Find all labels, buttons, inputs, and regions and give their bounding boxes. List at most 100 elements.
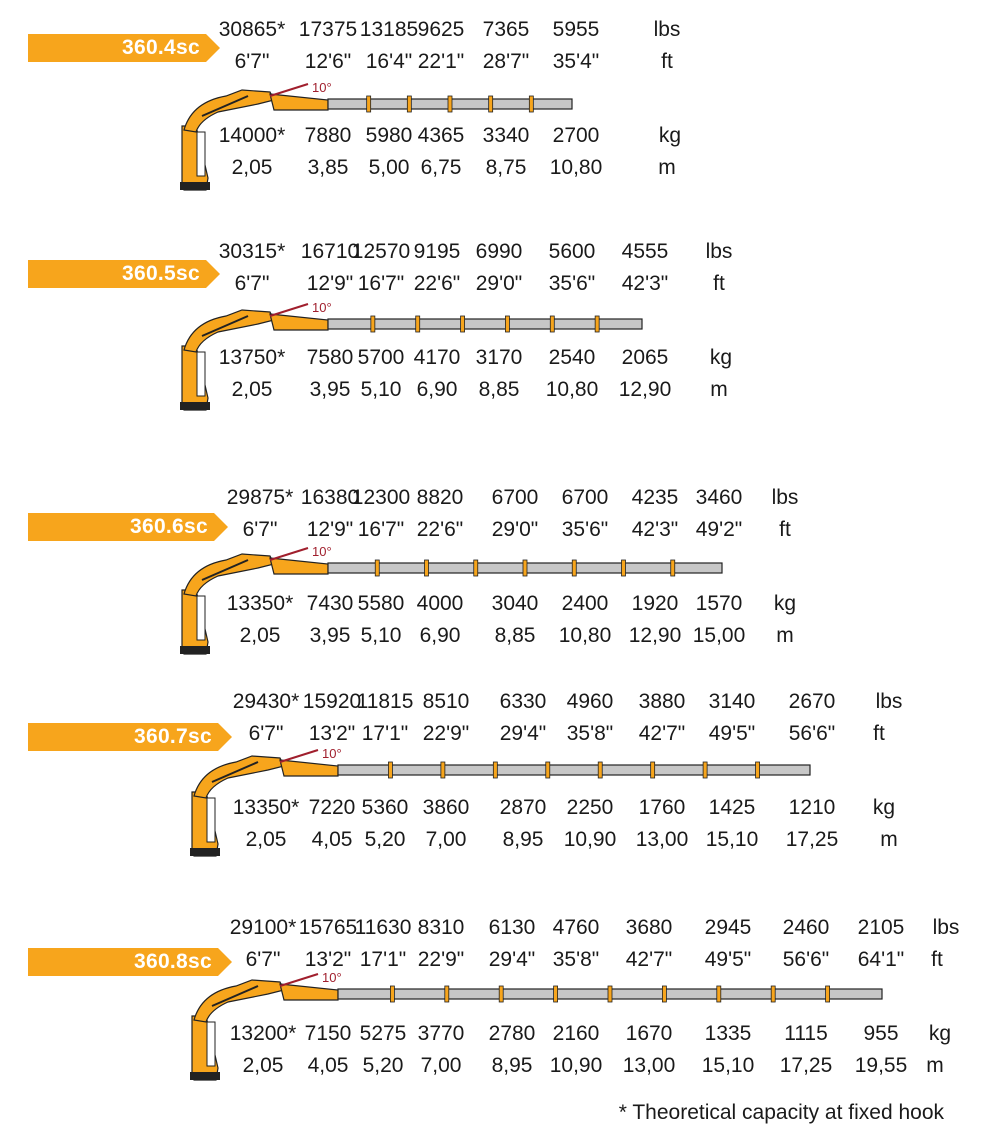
extension-joint: [670, 559, 676, 577]
kg-value: 4000: [416, 592, 464, 615]
ft-value: 17'1": [359, 948, 407, 971]
kg-value: 7220: [308, 796, 356, 819]
lbs-value: 6700: [491, 486, 539, 509]
angle-label: 10°: [312, 300, 332, 315]
model-name: 360.5sc: [121, 262, 200, 285]
lbs-unit: lbs: [771, 486, 799, 509]
crane-base: [190, 848, 220, 856]
ft-unit: ft: [779, 518, 791, 541]
m-value: 12,90: [628, 624, 682, 647]
m-value: 5,10: [360, 378, 402, 401]
outer-boom: [279, 983, 339, 1001]
model-name: 360.7sc: [133, 725, 212, 748]
lbs-value: 6330: [499, 690, 547, 713]
lbs-value: 2105: [857, 916, 905, 939]
kg-value: 1115: [784, 1022, 828, 1045]
ft-value: 49'5": [708, 722, 756, 745]
ft-value: 35'6": [548, 272, 596, 295]
lbs-value: 6700: [561, 486, 609, 509]
m-unit: m: [658, 156, 676, 179]
angle-label: 10°: [312, 544, 332, 559]
kg-value: 2400: [561, 592, 609, 615]
m-value: 5,20: [364, 828, 406, 851]
ft-value: 49'2": [695, 518, 743, 541]
m-value: 10,80: [549, 156, 603, 179]
m-unit: m: [880, 828, 898, 851]
extension-joint: [389, 985, 395, 1003]
kg-unit: kg: [773, 592, 797, 615]
model-name: 360.4sc: [121, 36, 200, 59]
angle-label: 10°: [322, 746, 342, 761]
m-value: 8,75: [485, 156, 527, 179]
extension-joint: [444, 985, 450, 1003]
m-value: 7,00: [425, 828, 467, 851]
main-boom: [183, 89, 275, 133]
lbs-value: 15920: [302, 690, 362, 713]
kg-value: 14000*: [218, 124, 286, 147]
model-name: 360.6sc: [129, 515, 208, 538]
m-value: 5,20: [362, 1054, 404, 1077]
column-cylinder: [196, 131, 206, 177]
kg-unit: kg: [928, 1022, 952, 1045]
lbs-value: 12300: [351, 486, 411, 509]
lbs-value: 4235: [631, 486, 679, 509]
extension-joint: [661, 985, 667, 1003]
lbs-value: 15765: [298, 916, 358, 939]
extension-joint: [406, 95, 412, 113]
crane-diagram: 10°: [178, 544, 732, 667]
extension-joint: [650, 761, 656, 779]
crane-base: [190, 1072, 220, 1080]
kg-value: 7430: [306, 592, 354, 615]
ft-value: 22'6": [416, 518, 464, 541]
kg-value: 4170: [413, 346, 461, 369]
extension-joint: [621, 559, 626, 577]
ft-value: 29'4": [488, 948, 536, 971]
lbs-value: 16380: [300, 486, 360, 509]
lbs-unit: lbs: [875, 690, 903, 713]
lbs-value: 8820: [416, 486, 464, 509]
lbs-value: 4555: [621, 240, 669, 263]
boom-extensions: [327, 318, 643, 330]
kg-value: 3340: [482, 124, 530, 147]
kg-value: 2700: [552, 124, 600, 147]
m-value: 10,90: [549, 1054, 603, 1077]
lbs-value: 6990: [475, 240, 523, 263]
lbs-value: 5955: [552, 18, 600, 41]
ft-value: 29'0": [475, 272, 523, 295]
extension-joint: [388, 761, 393, 779]
ft-value: 16'7": [357, 272, 405, 295]
kg-value: 13350*: [232, 796, 300, 819]
kg-unit: kg: [658, 124, 682, 147]
lbs-value: 11815: [356, 690, 414, 713]
extension-joint: [370, 315, 376, 333]
extension-joint: [460, 315, 465, 333]
extension-joint: [528, 95, 534, 113]
ft-value: 42'3": [631, 518, 679, 541]
kg-value: 5275: [359, 1022, 407, 1045]
extension-joint: [424, 559, 429, 577]
m-value: 10,80: [545, 378, 599, 401]
lbs-value: 16710: [300, 240, 360, 263]
m-value: 2,05: [231, 156, 273, 179]
m-value: 5,10: [360, 624, 402, 647]
m-value: 2,05: [245, 828, 287, 851]
extension-joint: [522, 559, 528, 577]
m-value: 19,55: [854, 1054, 908, 1077]
kg-value: 3860: [422, 796, 470, 819]
m-value: 8,95: [491, 1054, 533, 1077]
ft-value: 6'7": [245, 948, 281, 971]
ft-value: 28'7": [482, 50, 530, 73]
extension-joint: [716, 985, 722, 1003]
m-unit: m: [710, 378, 728, 401]
m-value: 5,00: [368, 156, 410, 179]
kg-value: 1570: [695, 592, 743, 615]
ft-value: 12'6": [304, 50, 352, 73]
column-cylinder: [196, 351, 206, 397]
m-value: 6,75: [420, 156, 462, 179]
outer-boom: [269, 93, 329, 111]
ft-value: 49'5": [704, 948, 752, 971]
kg-value: 955: [863, 1022, 899, 1045]
ft-value: 35'8": [566, 722, 614, 745]
model-tag: 360.7sc: [28, 723, 232, 751]
kg-value: 1335: [704, 1022, 752, 1045]
